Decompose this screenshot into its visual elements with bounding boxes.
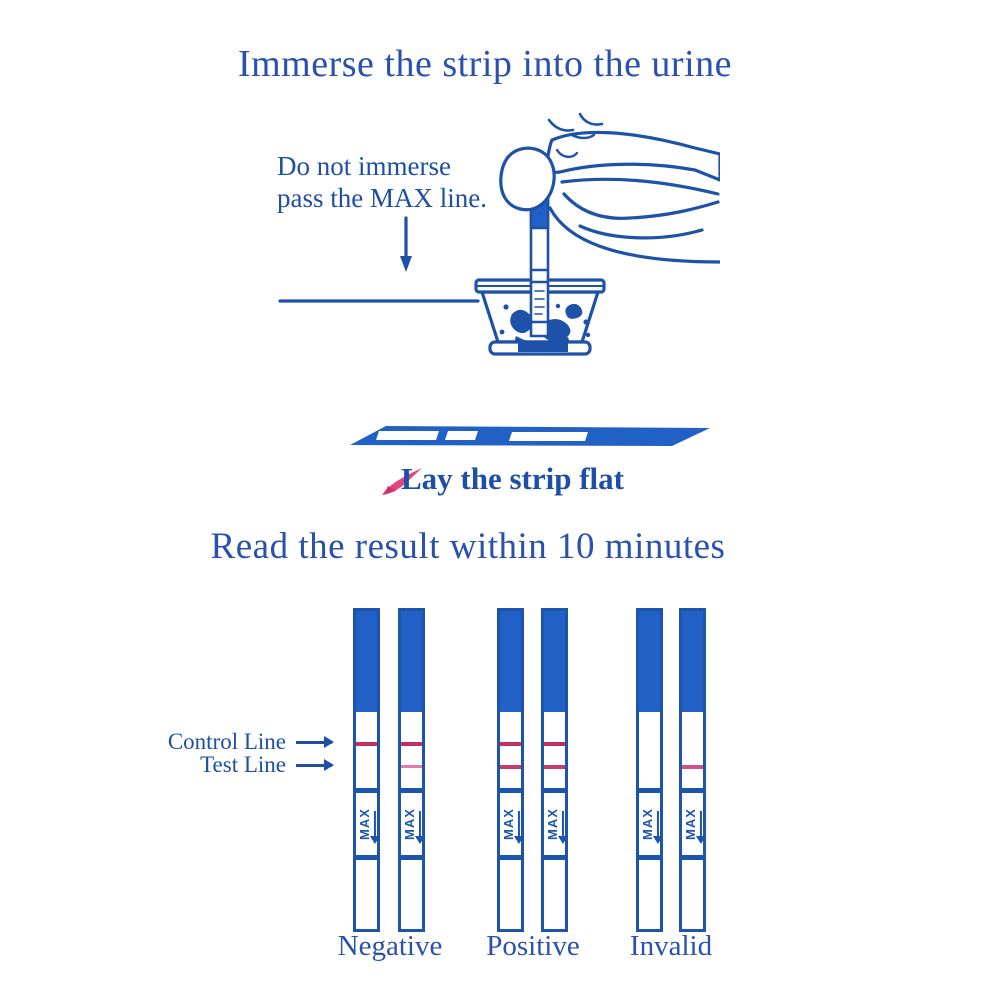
test-strip-invalid-2: MAX: [679, 608, 706, 932]
test-strip-negative-1: MAX: [353, 608, 380, 932]
strip-divider: [639, 855, 660, 860]
control-line: [356, 742, 377, 746]
max-line-warning-line1: Do not immerse: [277, 151, 451, 181]
test-line: [401, 765, 422, 768]
strip-divider: [544, 788, 565, 793]
max-segment: MAX: [639, 793, 660, 855]
max-label: MAX: [401, 808, 417, 840]
absorbent-pad: [401, 860, 422, 929]
max-line-warning: Do not immerse pass the MAX line.: [277, 150, 487, 215]
control-line: [544, 742, 565, 746]
strip-divider: [639, 788, 660, 793]
max-label: MAX: [356, 808, 372, 840]
strip-divider: [401, 788, 422, 793]
result-window: [639, 712, 660, 788]
result-window: [401, 712, 422, 788]
curled-finger-2: [562, 192, 720, 220]
test-strip-invalid-1: MAX: [636, 608, 663, 932]
control-line: [401, 742, 422, 746]
max-segment: MAX: [682, 793, 703, 855]
test-line-label: Test Line: [200, 752, 286, 777]
bent-fingertip-1: [547, 118, 575, 132]
max-arrow-icon: [699, 811, 702, 838]
test-line-arrow-icon: [296, 758, 334, 771]
test-strip-negative-2: MAX: [398, 608, 425, 932]
absorbent-pad: [356, 860, 377, 929]
hand-dipping-illustration: [278, 112, 720, 356]
control-line-callout: Control Line: [167, 729, 334, 755]
result-window: [544, 712, 565, 788]
absorbent-pad: [544, 860, 565, 929]
max-label: MAX: [682, 808, 698, 840]
strip-slot-2: [445, 431, 478, 440]
max-label: MAX: [639, 808, 655, 840]
bent-fingertip-2: [578, 112, 604, 126]
knuckle-crease: [570, 133, 596, 140]
lay-flat-caption: Lay the strip flat: [400, 461, 624, 496]
curled-finger-1: [560, 177, 720, 196]
strip-divider: [544, 855, 565, 860]
read-result-heading: Read the result within 10 minutes: [210, 526, 726, 567]
curled-finger-3: [578, 224, 704, 240]
test-strip-positive-2: MAX: [541, 608, 568, 932]
thumb: [499, 146, 556, 212]
strip-divider: [356, 788, 377, 793]
strip-slot-3: [509, 432, 588, 441]
result-label-positive: Positive: [486, 930, 580, 962]
strip-slot-1: [376, 431, 439, 440]
result-label-negative: Negative: [337, 930, 443, 962]
fingernail: [555, 148, 579, 158]
strip-handle: [401, 611, 422, 712]
max-arrow-icon: [561, 811, 564, 838]
strip-handle: [500, 611, 521, 712]
max-segment: MAX: [500, 793, 521, 855]
control-line-label: Control Line: [167, 729, 286, 754]
pink-cursor-icon: [382, 468, 422, 495]
strip-divider: [500, 788, 521, 793]
hand-illustration: [499, 112, 720, 264]
result-window: [356, 712, 377, 788]
result-window: [500, 712, 521, 788]
max-label: MAX: [500, 808, 516, 840]
test-strip-positive-1: MAX: [497, 608, 524, 932]
max-segment: MAX: [401, 793, 422, 855]
strip-divider: [682, 788, 703, 793]
strip-handle: [544, 611, 565, 712]
test-line-callout: Test Line: [200, 752, 334, 778]
max-segment: MAX: [356, 793, 377, 855]
strip-divider: [401, 855, 422, 860]
max-arrow-icon: [517, 811, 520, 838]
absorbent-pad: [682, 860, 703, 929]
hand-bottom-edge: [548, 206, 720, 264]
max-line-warning-line2: pass the MAX line.: [277, 183, 487, 214]
strip-divider: [500, 855, 521, 860]
strip-handle: [682, 611, 703, 712]
test-line: [500, 765, 521, 769]
max-arrow-icon: [656, 811, 659, 838]
control-line: [500, 742, 521, 746]
down-arrow-icon: [400, 216, 412, 272]
max-label: MAX: [544, 808, 560, 840]
immerse-heading: Immerse the strip into the urine: [237, 43, 733, 85]
result-label-invalid: Invalid: [629, 930, 713, 962]
absorbent-pad: [500, 860, 521, 929]
strip-handle: [639, 611, 660, 712]
max-segment: MAX: [544, 793, 565, 855]
test-line: [544, 765, 565, 769]
max-arrow-icon: [418, 811, 421, 838]
absorbent-pad: [639, 860, 660, 929]
result-window: [682, 712, 703, 788]
max-arrow-icon: [373, 811, 376, 838]
strip-divider: [356, 855, 377, 860]
control-line-arrow-icon: [296, 735, 334, 748]
flat-strip-illustration: [350, 426, 710, 446]
test-line: [682, 765, 703, 769]
strip-divider: [682, 855, 703, 860]
strip-handle: [356, 611, 377, 712]
